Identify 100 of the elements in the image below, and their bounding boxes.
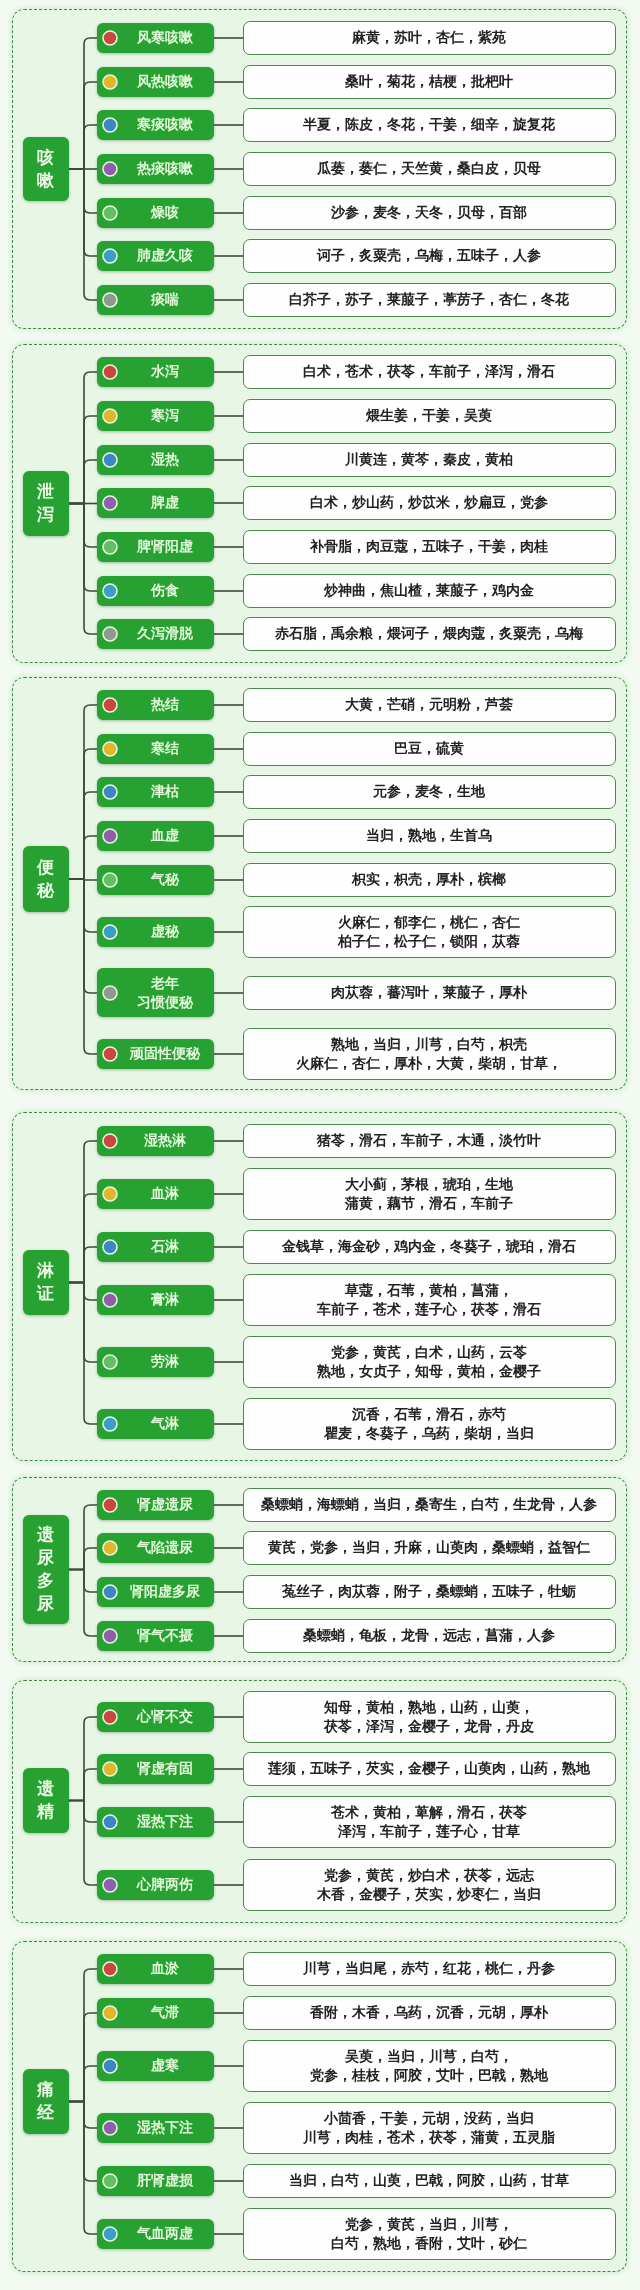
- connector-line: [213, 1591, 244, 1593]
- connector-line: [213, 299, 244, 301]
- syndrome-tag: [96, 1489, 214, 1520]
- syndrome-tag: [96, 1620, 214, 1651]
- category-box: 遗尿多尿: [22, 1514, 69, 1624]
- herb-list-box: 白术，苍术，茯苓，车前子，泽泻，滑石: [242, 354, 616, 389]
- connector-line: [213, 2065, 244, 2067]
- herb-list-box: 半夏，陈皮，冬花，干姜，细辛，旋复花: [242, 107, 616, 142]
- section-panel: [12, 1680, 627, 1923]
- syndrome-name: 寒结: [151, 739, 179, 758]
- syndrome-tag: [96, 1869, 214, 1900]
- section-panel: [12, 9, 627, 329]
- connector-line: [213, 748, 244, 750]
- herb-list-box: 金钱草，海金砂，鸡内金，冬葵子，琥珀，滑石: [242, 1229, 616, 1264]
- syndrome-name: 脾肾阳虚: [137, 537, 193, 556]
- syndrome-tag: [96, 356, 214, 387]
- herb-list-box: 桑螵蛸，海螵蛸，当归，桑寄生，白芍，生龙骨，人参: [242, 1487, 616, 1522]
- category-box: 咳嗽: [22, 136, 69, 201]
- syndrome-name: 热结: [151, 695, 179, 714]
- herb-list-box: 菟丝子，肉苁蓉，附子，桑螵蛸，五味子，牡蛎: [242, 1574, 616, 1609]
- syndrome-name: 久泻滑脱: [137, 624, 193, 643]
- herb-list-box: 大小蓟，茅根，琥珀，生地蒲黄，藕节，滑石，车前子: [242, 1167, 616, 1220]
- syndrome-name: 肾阳虚多尿: [130, 1582, 200, 1601]
- connector-line: [68, 168, 98, 301]
- herb-list-box: 桑叶，菊花，桔梗，批杷叶: [242, 64, 616, 99]
- syndrome-tag: [96, 1125, 214, 1156]
- syndrome-name: 伤食: [151, 581, 179, 600]
- connector-line: [213, 415, 244, 417]
- herb-list-box: 沙参，麦冬，天冬，贝母，百部: [242, 195, 616, 230]
- syndrome-tag: [96, 444, 214, 475]
- syndrome-tag: [96, 864, 214, 895]
- connector-line: [213, 1504, 244, 1506]
- connector-line: [213, 212, 244, 214]
- syndrome-tag: [96, 1753, 214, 1784]
- herb-list-box: 白术，炒山药，炒苡米，炒扁豆，党参: [242, 485, 616, 520]
- connector-line: [213, 546, 244, 548]
- connector-line: [213, 1635, 244, 1637]
- connector-line: [213, 371, 244, 373]
- syndrome-tag: [96, 1701, 214, 1732]
- syndrome-tag: [96, 66, 214, 97]
- herb-list-box: 沉香，石苇，滑石，赤芍瞿麦，冬葵子，乌药，柴胡，当归: [242, 1397, 616, 1450]
- syndrome-tag: [96, 109, 214, 140]
- herb-list-box: 党参，黄芪，白术，山药，云苓熟地，女贞子，知母，黄柏，金樱子: [242, 1335, 616, 1388]
- herb-list-box: 元参，麦冬，生地: [242, 774, 616, 809]
- herb-list-box: 炒神曲，焦山楂，莱菔子，鸡内金: [242, 573, 616, 608]
- syndrome-tag: [96, 776, 214, 807]
- section-panel: [12, 1477, 627, 1662]
- syndrome-tag: [96, 2218, 214, 2249]
- section-panel: [12, 677, 627, 1090]
- herb-list-box: 瓜蒌，蒌仁，天竺黄，桑白皮，贝母: [242, 151, 616, 186]
- connector-line: [213, 791, 244, 793]
- syndrome-tag: [96, 1038, 214, 1069]
- syndrome-tag: [96, 618, 214, 649]
- herb-list-box: 熟地，当归，川芎，白芍，枳壳火麻仁，杏仁，厚朴，大黄，柴胡，甘草，: [242, 1027, 616, 1080]
- herb-list-box: 猪苓，滑石，车前子，木通，淡竹叶: [242, 1123, 616, 1158]
- section-panel: [12, 344, 627, 663]
- syndrome-name: 老年习惯便秘: [136, 973, 194, 1012]
- syndrome-tag: [96, 284, 214, 315]
- connector-line: [68, 1799, 98, 1886]
- syndrome-tag: [96, 240, 214, 271]
- herb-list-box: 大黄，芒硝，元明粉，芦荟: [242, 687, 616, 722]
- herb-list-box: 知母，黄柏，熟地，山药，山萸，茯苓，泽泻，金樱子，龙骨，丹皮: [242, 1690, 616, 1743]
- herb-list-box: 麻黄，苏叶，杏仁，紫苑: [242, 20, 616, 55]
- syndrome-name: 痰喘: [151, 290, 179, 309]
- herb-list-box: 川芎，当归尾，赤芍，红花，桃仁，丹参: [242, 1951, 616, 1986]
- herb-list-box: 苍术，黄柏，萆解，滑石，茯苓泽泻，车前子，莲子心，甘草: [242, 1795, 616, 1848]
- syndrome-tag: [96, 400, 214, 431]
- syndrome-tag: [96, 1178, 214, 1209]
- syndrome-name: 气秘: [151, 870, 179, 889]
- herb-list-box: 枳实，枳壳，厚朴，槟榔: [242, 862, 616, 897]
- connector-line: [213, 931, 244, 933]
- connector-line: [213, 879, 244, 881]
- connector-line: [213, 37, 244, 39]
- herb-list-box: 川黄连，黄芩，秦皮，黄柏: [242, 442, 616, 477]
- syndrome-tag: [96, 1576, 214, 1607]
- category-box: 遗精: [22, 1767, 69, 1833]
- category-box: 便秘: [22, 845, 69, 912]
- connector-line: [213, 1423, 244, 1425]
- syndrome-name: 寒泻: [151, 406, 179, 425]
- connector-line: [213, 502, 244, 504]
- connector-line: [213, 81, 244, 83]
- connector-line: [213, 1821, 244, 1823]
- connector-line: [213, 124, 244, 126]
- syndrome-name: 气陷遗尿: [137, 1538, 193, 1557]
- herb-list-box: 小茴香，干姜，元胡，没药，当归川芎，肉桂，苍术，茯苓，蒲黄，五灵脂: [242, 2101, 616, 2154]
- connector-line: [213, 1053, 244, 1055]
- syndrome-tag: [96, 531, 214, 562]
- connector-line: [213, 992, 244, 994]
- connector-line: [213, 1968, 244, 1970]
- syndrome-name: 寒痰咳嗽: [137, 115, 193, 134]
- syndrome-name: 石淋: [151, 1237, 179, 1256]
- herb-list-box: 当归，熟地，生首乌: [242, 818, 616, 853]
- connector-line: [68, 502, 98, 635]
- syndrome-name: 心脾两伤: [137, 1875, 193, 1894]
- syndrome-name: 心肾不交: [137, 1707, 193, 1726]
- connector-line: [213, 1193, 244, 1195]
- syndrome-tag: [96, 968, 214, 1017]
- syndrome-name: 肾气不摄: [137, 1626, 193, 1645]
- connector-line: [213, 2233, 244, 2235]
- syndrome-name: 膏淋: [151, 1290, 179, 1309]
